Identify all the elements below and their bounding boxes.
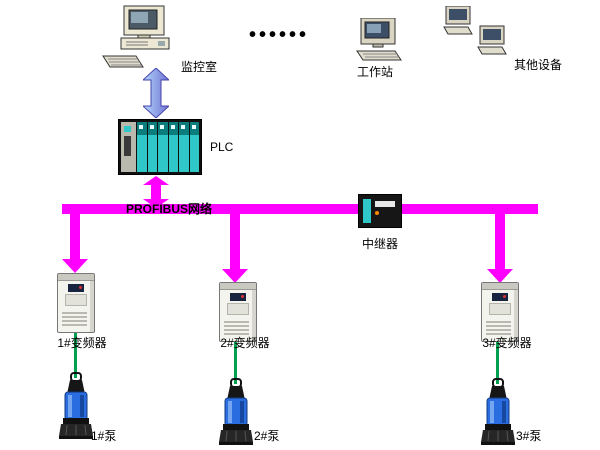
cable-inverter2-pump2 (234, 339, 237, 384)
repeater-device-icon (358, 194, 402, 228)
inverter-1-icon (57, 273, 95, 333)
plc-power-module (121, 122, 136, 172)
plc-module (168, 122, 178, 172)
inverter-2-label: 2#变频器 (220, 336, 270, 350)
cable-inverter3-pump3 (496, 339, 499, 384)
other-devices-label: 其他设备 (514, 58, 563, 72)
repeater-port-strip (363, 199, 371, 223)
plc-module (179, 122, 189, 172)
inverter-1-label: 1#变频器 (57, 336, 107, 350)
drop-arrow-inverter-2 (222, 213, 248, 283)
repeater-label: 中继器 (362, 237, 399, 251)
inverter-2-icon (219, 282, 257, 342)
profibus-bus-bar (62, 204, 538, 214)
repeater-led (375, 211, 379, 215)
inverter-3-icon (481, 282, 519, 342)
ellipsis-dots: •••••• (249, 24, 310, 46)
cable-inverter1-pump1 (74, 330, 77, 378)
inverter-3-label: 3#变频器 (482, 336, 532, 350)
plc-module (189, 122, 199, 172)
workstation-computer-icon (356, 18, 402, 61)
plc-module (147, 122, 157, 172)
drop-arrow-inverter-3 (487, 213, 513, 283)
pump-1-label: 1#泵 (91, 429, 117, 443)
drop-arrow-inverter-1 (62, 213, 88, 273)
other-devices-icon (443, 6, 507, 55)
monitor-room-label: 监控室 (181, 60, 218, 74)
monitor-room-computer-icon (102, 5, 170, 68)
profibus-network-label: PROFIBUS网络 (126, 202, 213, 216)
plc-module (137, 122, 147, 172)
uplink-arrow-computer-plc (143, 68, 169, 118)
plc-label: PLC (210, 140, 234, 154)
repeater-tag (375, 201, 395, 207)
pump-2-label: 2#泵 (254, 429, 280, 443)
pump-3-label: 3#泵 (516, 429, 542, 443)
plc-module (158, 122, 168, 172)
pump-3-icon (481, 378, 515, 445)
workstation-label: 工作站 (357, 65, 394, 79)
pump-2-icon (219, 378, 253, 445)
pump-1-icon (59, 372, 93, 439)
link-arrow-plc-bus (143, 176, 169, 208)
plc-rack-icon (118, 119, 202, 175)
